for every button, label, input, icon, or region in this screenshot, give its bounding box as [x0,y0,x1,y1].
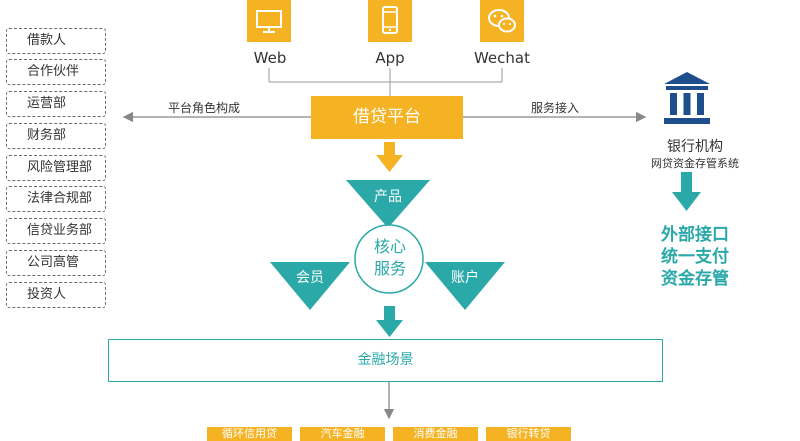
scene-tag: 循环信用贷 [207,427,292,441]
role-item: 公司高管 [6,250,106,276]
role-item: 投资人 [6,282,106,308]
core-account-label: 账户 [451,270,479,286]
core-line-2: 服务 [373,259,406,278]
down-arrow-bank [681,172,692,194]
role-item: 运营部 [6,91,106,117]
scene-tag: 消费金融 [393,427,478,441]
bank-icon [662,70,712,132]
triangle-account [425,262,505,310]
channel-label-app: App [375,49,405,67]
bank-feature: 资金存管 [661,269,729,289]
role-item: 风险管理部 [6,155,106,181]
bank-subtitle: 网贷资金存管系统 [651,157,739,170]
role-item: 借款人 [6,28,106,54]
role-item: 法律合规部 [6,186,106,212]
role-item: 财务部 [6,123,106,149]
smartphone-icon [368,0,412,42]
platform-box: 借贷平台 [311,96,463,139]
edge-label-service: 服务接入 [531,101,580,115]
triangle-member [270,262,350,310]
triangle-product [346,180,430,228]
down-arrow-teal [384,306,395,321]
down-arrow-teal [376,320,403,337]
core-circle [354,224,424,294]
channel-label-wechat: Wechat [473,49,530,67]
core-member-label: 会员 [296,270,324,286]
scene-box: 金融场景 [108,339,663,382]
role-item: 合作伙伴 [6,59,106,85]
channel-label-web: Web [253,49,287,67]
down-arrow-orange [384,142,395,156]
down-arrow-bank [672,192,701,211]
core-line-1: 核心 [373,237,406,256]
core-product-label: 产品 [374,189,402,205]
wechat-icon [480,0,524,42]
down-arrow-orange [376,155,403,172]
bank-feature: 统一支付 [661,247,729,267]
scene-tag: 银行转贷 [486,427,571,441]
role-item: 信贷业务部 [6,218,106,244]
scene-tag: 汽车金融 [300,427,385,441]
bank-name: 银行机构 [667,139,723,155]
monitor-icon [247,0,291,42]
edge-label-roles: 平台角色构成 [168,101,241,115]
core-service-label: 核心 服务 [355,236,425,280]
bank-feature: 外部接口 [661,225,729,245]
